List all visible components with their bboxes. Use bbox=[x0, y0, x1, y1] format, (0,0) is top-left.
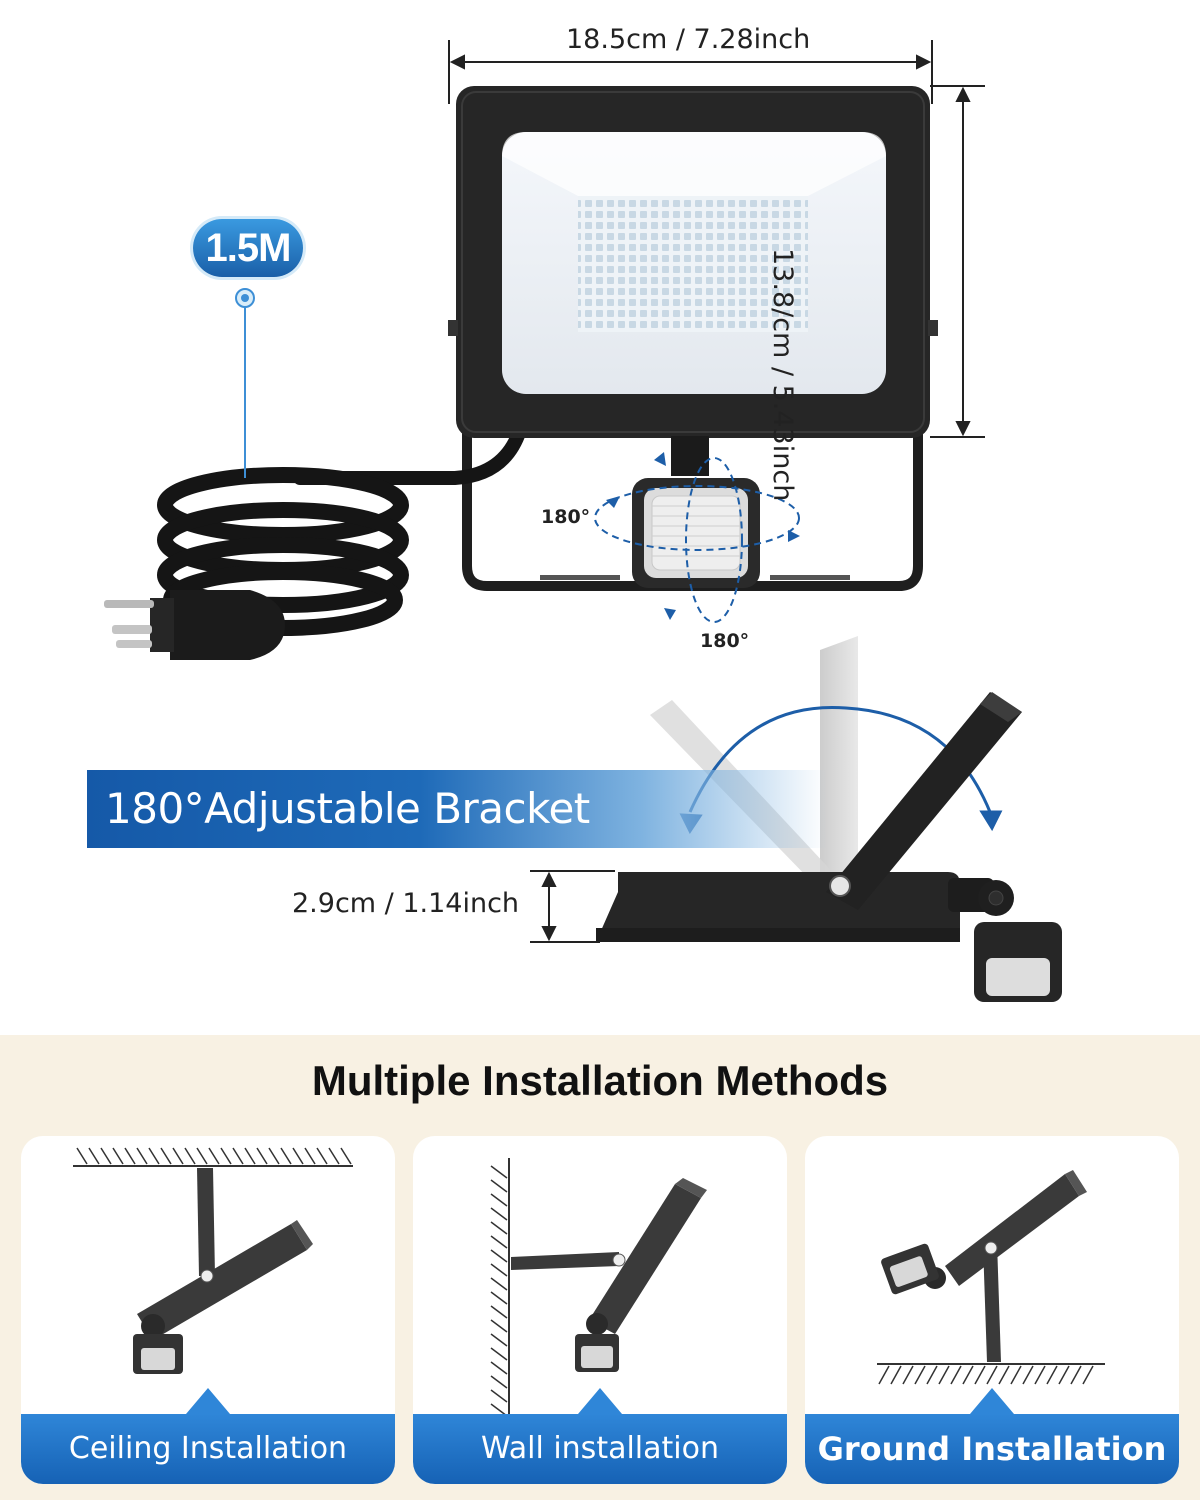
wall-installation-label: Wall installation bbox=[413, 1414, 787, 1484]
sensor-rotation-vertical-label: 180° bbox=[700, 630, 750, 652]
power-cable bbox=[157, 423, 527, 636]
rotation-arrowheads bbox=[606, 452, 800, 620]
installation-methods-section: Multiple Installation Methods Ce bbox=[0, 1035, 1200, 1500]
installation-card-ground: Ground Installation bbox=[805, 1136, 1179, 1484]
ceiling-pointer bbox=[186, 1388, 230, 1414]
ceiling-mount-icon bbox=[73, 1147, 353, 1374]
led-array bbox=[578, 196, 808, 332]
bracket-banner: 180°Adjustable Bracket bbox=[87, 770, 827, 848]
ground-installation-label: Ground Installation bbox=[805, 1414, 1179, 1484]
ground-mount-icon bbox=[877, 1170, 1105, 1385]
ceiling-installation-label: Ceiling Installation bbox=[21, 1414, 395, 1484]
width-label: 18.5cm / 7.28inch bbox=[566, 24, 811, 55]
cable-leader bbox=[235, 288, 255, 478]
product-dimension-section: 18.5cm / 7.28inch 13.8/cm / 5.43inch 2.9… bbox=[87, 24, 1062, 1002]
cable-length-badge: 1.5M bbox=[193, 219, 303, 277]
ground-pointer bbox=[970, 1388, 1014, 1414]
wall-mount-icon bbox=[490, 1158, 707, 1448]
rotation-arrows bbox=[594, 457, 800, 623]
floodlight-illustration bbox=[104, 40, 1062, 1002]
sensor-rotation-horizontal-label: 180° bbox=[541, 506, 591, 528]
depth-label: 2.9cm / 1.14inch bbox=[292, 888, 520, 919]
installation-card-wall: Wall installation bbox=[413, 1136, 787, 1484]
height-dimension-line bbox=[930, 85, 985, 438]
width-dimension-line bbox=[448, 40, 933, 104]
pir-sensor bbox=[632, 436, 760, 588]
side-view-floodlight bbox=[596, 692, 1062, 1002]
floodlight-housing bbox=[448, 86, 938, 438]
depth-dimension-line bbox=[530, 870, 615, 943]
bracket-banner-text: 180°Adjustable Bracket bbox=[105, 784, 590, 833]
installation-card-ceiling: Ceiling Installation bbox=[21, 1136, 395, 1484]
installation-title: Multiple Installation Methods bbox=[311, 1057, 889, 1104]
us-plug bbox=[104, 590, 285, 660]
height-label: 13.8/cm / 5.43inch bbox=[767, 248, 798, 502]
wall-pointer bbox=[578, 1388, 622, 1414]
